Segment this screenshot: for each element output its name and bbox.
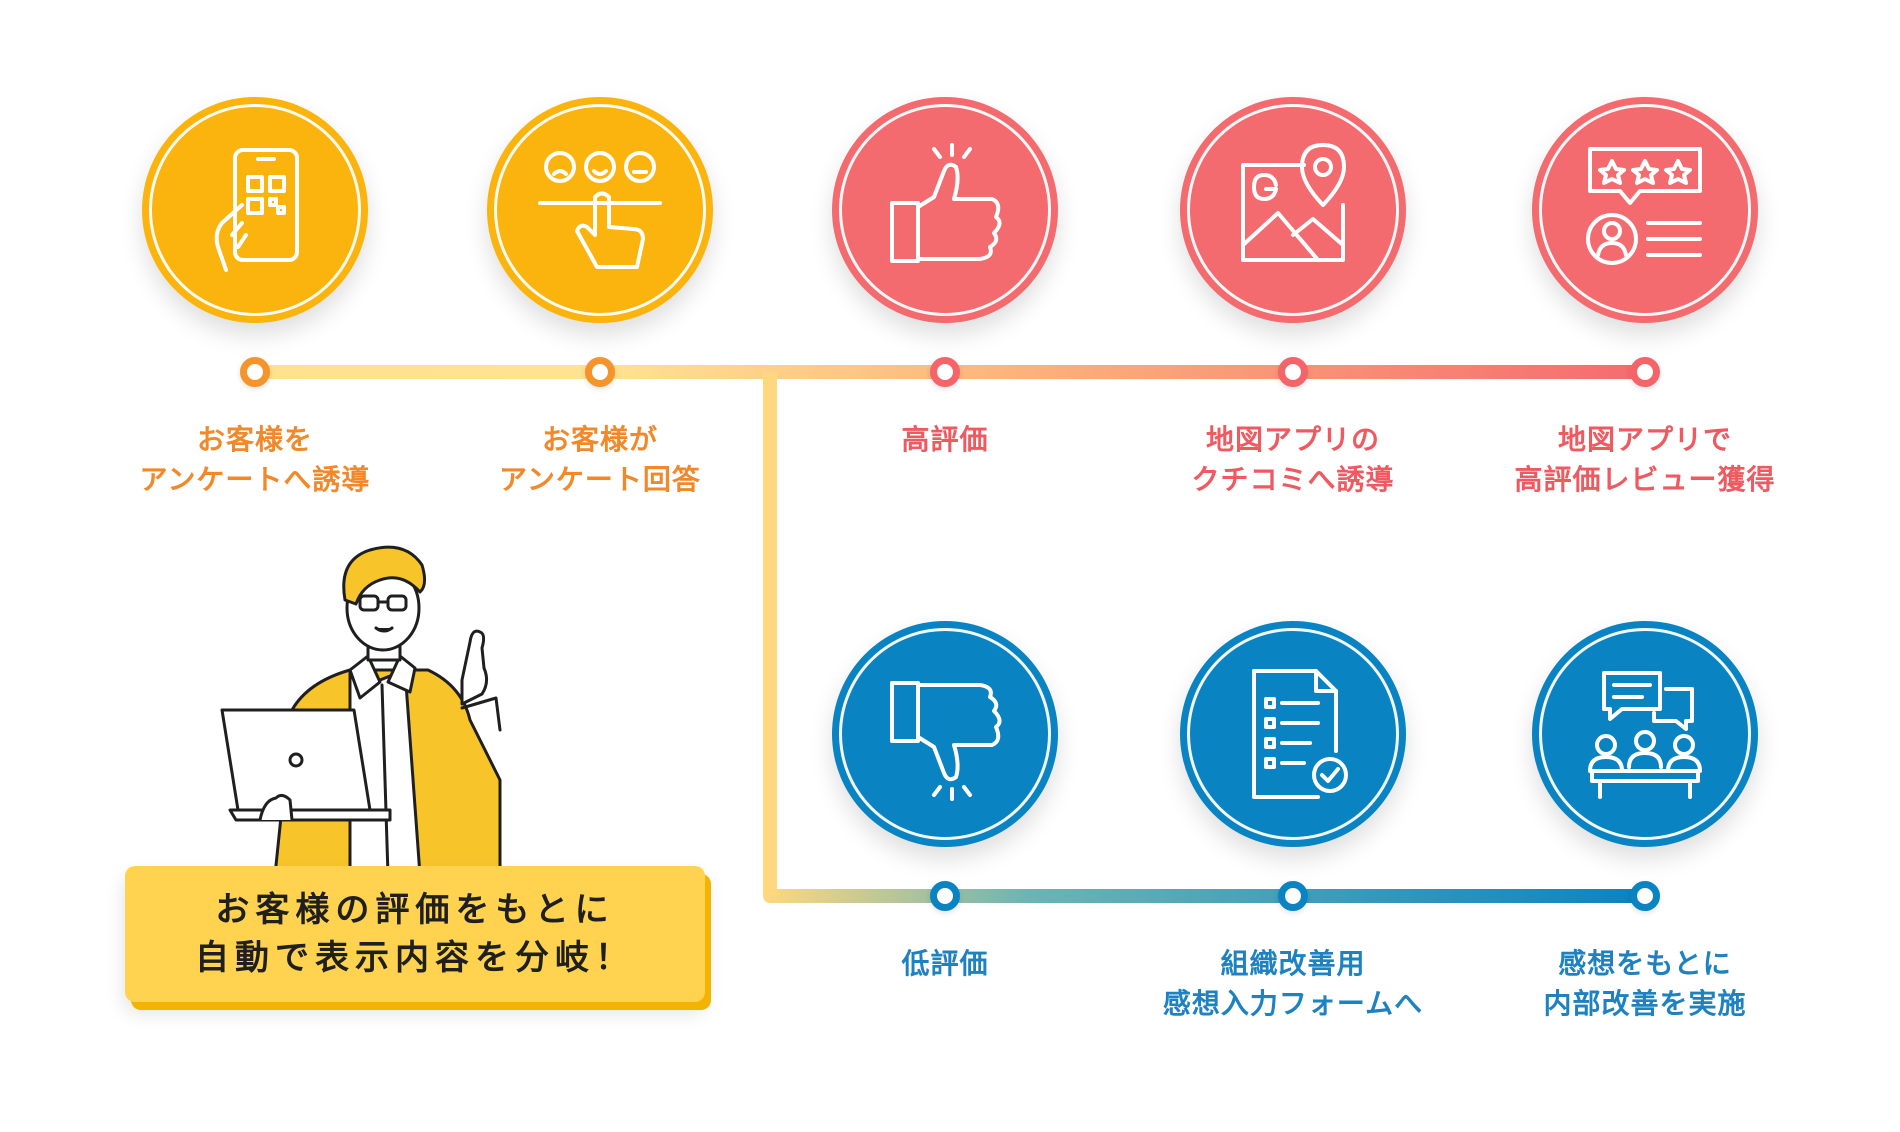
step-circle-feedback-form [1180,621,1406,847]
step-circle-internal-improvement [1532,621,1758,847]
step-label: 低評価 [901,947,989,980]
businessman-laptop-icon [220,545,502,875]
step-label: 感想をもとに内部改善を実施 [1543,947,1747,1020]
team-meeting-icon [1588,671,1702,799]
step-node [240,357,270,387]
step-node [1630,357,1660,387]
step-node [585,357,615,387]
phone-qr-code-icon [214,148,299,272]
step-node [1278,357,1308,387]
step-label: 高評価 [901,423,989,456]
step-circle-review-acquired [1532,97,1758,323]
callout-line: 自動で表示内容を分岐！ [195,938,635,978]
document-checklist-icon [1252,669,1348,799]
map-pin-google-icon [1241,143,1346,262]
step-label: 組織改善用感想入力フォームへ [1162,947,1424,1020]
step-label: 地図アプリのクチコミへ誘導 [1191,423,1395,496]
step-circle-map-review-guide [1180,97,1406,323]
step-circle-low-rating [832,621,1058,847]
step-node [1630,881,1660,911]
step-circle-survey-answer [487,97,713,323]
step-node [930,881,960,911]
satisfaction-survey-icon [538,151,662,269]
step-circle-high-rating [832,97,1058,323]
thumbs-down-icon [890,681,1002,801]
star-review-icon [1586,147,1702,265]
thumbs-up-icon [890,143,1002,263]
step-node [1278,881,1308,911]
step-label: 地図アプリで高評価レビュー獲得 [1514,423,1776,496]
callout-line: お客様の評価をもとに [215,890,615,930]
step-circle-survey-invite [142,97,368,323]
step-label: お客様をアンケートへ誘導 [139,423,371,496]
step-node [930,357,960,387]
callout-box: お客様の評価をもとに 自動で表示内容を分岐！ [125,866,705,1002]
step-label: お客様がアンケート回答 [499,423,701,496]
